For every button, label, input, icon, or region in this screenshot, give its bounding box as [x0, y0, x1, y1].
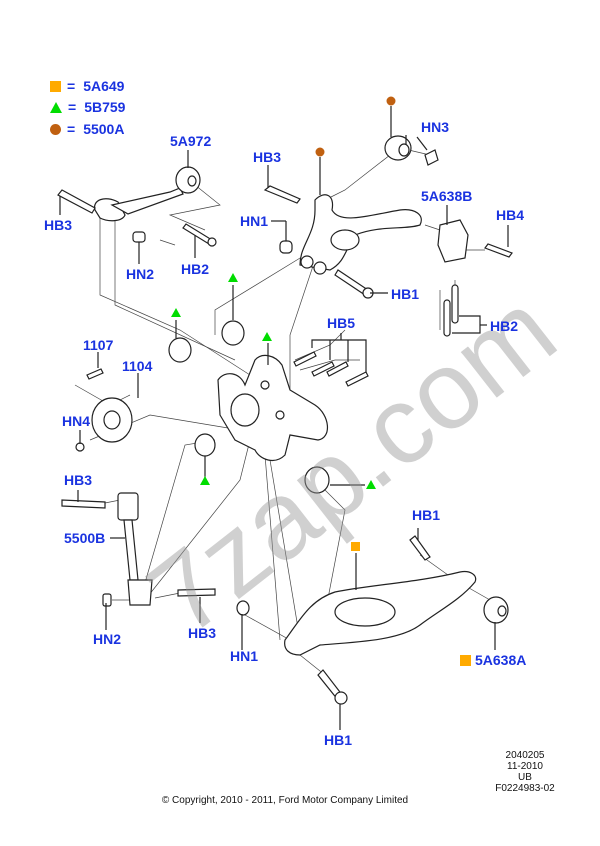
- callout-5A638A[interactable]: 5A638A: [460, 652, 526, 668]
- legend-code[interactable]: 5500A: [83, 121, 125, 137]
- nut-hn1-top: [279, 240, 293, 254]
- bolt-1107: [86, 368, 104, 380]
- green-triangle-marker: [171, 308, 181, 317]
- copyright-text: © Copyright, 2010 - 2011, Ford Motor Com…: [161, 795, 409, 806]
- bolt-hb1-bottom: [317, 669, 348, 705]
- green-triangle-marker: [262, 332, 272, 341]
- brown-circle-marker: [315, 147, 325, 157]
- legend-code[interactable]: 5A649: [83, 78, 125, 94]
- bolts-hb2-right: [443, 284, 459, 337]
- callout-5A638A-label: 5A638A: [475, 652, 527, 668]
- bolts-hb5: [293, 351, 369, 387]
- hub-1104: [91, 397, 133, 443]
- legend-row-5500A: = 5500A: [50, 121, 124, 137]
- callout-hb2-top[interactable]: HB2: [181, 261, 210, 277]
- callout-hb1-right[interactable]: HB1: [412, 507, 441, 523]
- legend-equals: =: [67, 121, 76, 137]
- bolt-hb3-bottom: [177, 588, 216, 597]
- square-icon: [50, 80, 61, 92]
- bolt-hb4: [484, 243, 513, 258]
- nut-hn4: [75, 442, 85, 452]
- callout-hb3-bottom[interactable]: HB3: [188, 625, 217, 641]
- brown-circle-marker: [386, 96, 396, 106]
- callout-hn2-top[interactable]: HN2: [126, 266, 155, 282]
- callout-5500B[interactable]: 5500B: [64, 530, 106, 546]
- callout-5A638B[interactable]: 5A638B: [421, 188, 473, 204]
- legend-equals: =: [68, 99, 77, 115]
- orange-square-marker: [351, 542, 360, 551]
- legend-row-5B759: = 5B759: [50, 99, 125, 115]
- bolt-hb3-mid: [61, 499, 106, 509]
- bushings-5B759: [168, 320, 330, 494]
- callout-hn1-bottom[interactable]: HN1: [230, 648, 259, 664]
- callout-hb1-top[interactable]: HB1: [391, 286, 420, 302]
- callout-5A972[interactable]: 5A972: [170, 133, 212, 149]
- callout-hn1-top[interactable]: HN1: [240, 213, 269, 229]
- legend-code[interactable]: 5B759: [84, 99, 126, 115]
- legend-row-5A649: = 5A649: [50, 78, 124, 94]
- callout-hb4[interactable]: HB4: [496, 207, 525, 223]
- legend-equals: =: [67, 78, 76, 94]
- callout-hb5[interactable]: HB5: [327, 315, 356, 331]
- nut-hn2-bottom: [102, 593, 112, 607]
- knuckle: [217, 354, 328, 462]
- upper-control-arm: [299, 194, 422, 275]
- leader-lines: [59, 106, 509, 730]
- callout-1104[interactable]: 1104: [122, 358, 153, 374]
- callout-hn4[interactable]: HN4: [62, 413, 91, 429]
- callout-1107[interactable]: 1107: [83, 337, 114, 353]
- circle-icon: [50, 123, 61, 135]
- drawing-number: 2040205: [505, 750, 545, 761]
- upper-arm-5A972: [93, 166, 201, 222]
- diagram-markers: [171, 96, 396, 551]
- bolt-hb3-left: [57, 189, 96, 214]
- bolt-hb3-top: [263, 185, 301, 204]
- green-triangle-marker: [366, 480, 376, 489]
- bushing-hn3: [384, 135, 439, 166]
- drawing-date: 11-2010: [507, 761, 543, 772]
- bolt-hb2-top: [182, 223, 217, 247]
- nut-hn2-top: [132, 231, 146, 243]
- callout-hn3[interactable]: HN3: [421, 119, 450, 135]
- bushing-5A638A: [483, 596, 509, 624]
- mount-5A638B: [437, 219, 469, 263]
- bolt-hb1-top: [334, 269, 374, 299]
- green-triangle-marker: [200, 476, 210, 485]
- drawing-meta: 2040205 11-2010 UB F0224983-02: [470, 750, 580, 794]
- bolt-hb1-right: [409, 535, 431, 561]
- callout-hb2-right[interactable]: HB2: [490, 318, 519, 334]
- callout-hb1-bottom[interactable]: HB1: [324, 732, 353, 748]
- callout-hb3-top[interactable]: HB3: [253, 149, 282, 165]
- triangle-icon: [50, 101, 62, 113]
- drawing-reference: F0224983-02: [495, 783, 555, 794]
- callout-hb3-mid[interactable]: HB3: [64, 472, 93, 488]
- lateral-link-5500B: [117, 492, 153, 606]
- callout-hn2-bottom[interactable]: HN2: [93, 631, 122, 647]
- green-triangle-marker: [228, 273, 238, 282]
- lower-control-arm: [284, 570, 477, 656]
- nut-hn1-bottom: [236, 600, 250, 616]
- drawing-code: UB: [518, 772, 532, 783]
- square-icon: [460, 654, 471, 666]
- callout-hb3-left[interactable]: HB3: [44, 217, 73, 233]
